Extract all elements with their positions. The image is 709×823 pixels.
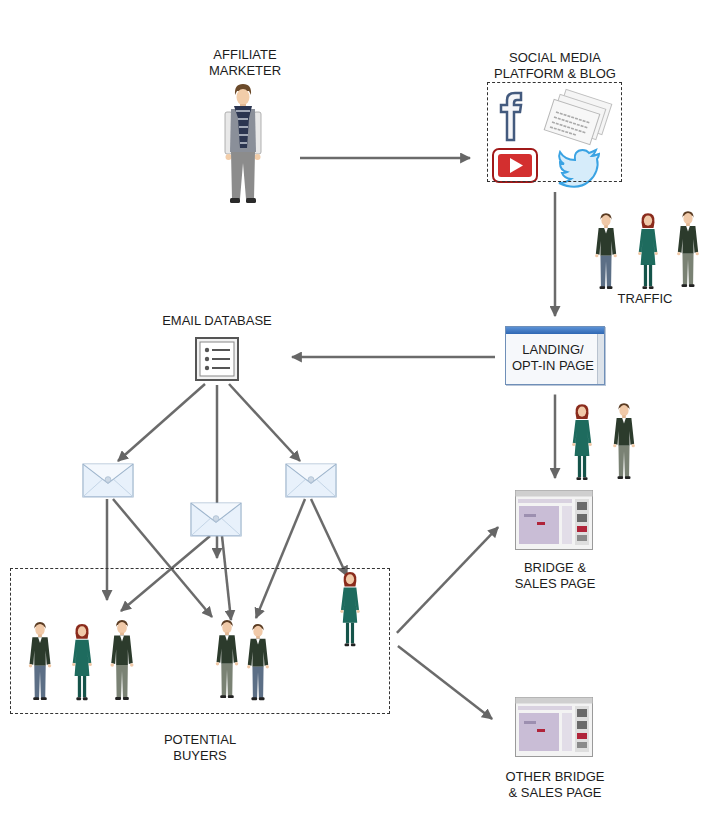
social-icons	[493, 89, 612, 186]
marketer-figure	[231, 152, 255, 199]
marketer-figure	[236, 111, 250, 143]
icon-space	[152, 329, 282, 375]
node-label: POTENTIAL BUYERS	[145, 732, 255, 765]
blog-pages	[550, 94, 606, 139]
social-icons	[498, 154, 532, 177]
blog-pages	[556, 89, 612, 134]
browser-titlebar	[506, 327, 604, 334]
database-icon	[196, 338, 238, 380]
blog-pages	[550, 112, 590, 135]
marketer-figure	[235, 84, 251, 95]
free-label: TRAFFIC	[608, 291, 682, 307]
social-icons	[493, 149, 537, 182]
landing-page-box: LANDING/ OPT-IN PAGE	[505, 326, 605, 385]
flow-arrow	[292, 356, 495, 359]
person-figure	[638, 213, 658, 289]
database-icon	[212, 350, 230, 368]
flow-arrow	[398, 646, 492, 719]
email-lines	[229, 384, 300, 461]
email-lines	[118, 384, 205, 461]
database-icon	[205, 348, 209, 352]
email-lines	[106, 499, 109, 600]
email-lines	[107, 384, 347, 620]
flow-arrow	[300, 157, 470, 160]
browser-scrollbar	[597, 334, 604, 384]
social-icons	[501, 93, 521, 140]
person-figure	[595, 213, 617, 289]
envelope-icon	[286, 464, 336, 497]
sales-page-node: OTHER BRIDGE & SALES PAGE	[500, 695, 610, 802]
person-figure	[110, 620, 133, 700]
database-icon	[205, 357, 209, 361]
person-figure	[340, 572, 359, 646]
node-label: LANDING/ OPT-IN PAGE	[507, 334, 603, 384]
flow-arrow	[554, 192, 557, 316]
marketer-figure	[255, 154, 261, 160]
marketer-figure	[226, 154, 232, 160]
database-node: EMAIL DATABASE	[152, 313, 282, 375]
email-lines	[222, 536, 231, 620]
person-figure	[677, 211, 699, 287]
blog-pages	[544, 99, 600, 144]
marketer-figure	[240, 104, 246, 109]
marketer-figure	[237, 89, 250, 105]
node-label: BRIDGE & SALES PAGE	[505, 560, 605, 593]
node-label: AFFILIATE MARKETER	[200, 47, 290, 80]
icon-space	[500, 695, 610, 759]
platform-group: SOCIAL MEDIA PLATFORM & BLOG	[480, 50, 630, 183]
node-label: OTHER BRIDGE & SALES PAGE	[502, 769, 608, 802]
email-lines	[113, 499, 212, 617]
social-icons	[510, 158, 523, 173]
web-page-icon	[516, 698, 593, 757]
marketer-figure	[225, 112, 232, 154]
flow-arrow	[554, 395, 557, 479]
database-icon	[205, 366, 209, 370]
email-lines	[256, 499, 305, 618]
icon-space	[200, 79, 290, 201]
person-figure	[29, 622, 51, 700]
person-figure	[247, 624, 269, 700]
icon-space	[505, 488, 605, 552]
person-figure	[572, 404, 592, 480]
database-icon	[196, 338, 238, 380]
marketer-figure	[230, 109, 256, 152]
marketer-node: AFFILIATE MARKETER	[200, 47, 290, 202]
envelope-icon	[191, 503, 241, 536]
marketer-figure	[254, 112, 261, 154]
marketer-figure	[225, 84, 261, 203]
node-label: EMAIL DATABASE	[152, 313, 282, 329]
person-figure	[72, 624, 92, 700]
database-icon	[200, 342, 234, 376]
dashed-frame	[10, 568, 390, 714]
person-figure	[613, 403, 635, 479]
blog-pages	[544, 89, 612, 144]
email-lines	[311, 499, 347, 576]
marketer-figure	[230, 198, 240, 203]
node-label: SOCIAL MEDIA PLATFORM & BLOG	[480, 50, 630, 83]
person-figure	[216, 620, 238, 698]
flow-arrow	[397, 527, 498, 633]
dashed-frame	[487, 82, 622, 182]
marketer-figure	[246, 198, 256, 203]
buyers-group: POTENTIAL BUYERS	[10, 568, 390, 765]
marketer-figure	[234, 106, 252, 148]
flow-arrow	[216, 385, 219, 558]
envelope-icon	[83, 464, 133, 497]
sales-page-node: BRIDGE & SALES PAGE	[505, 488, 605, 593]
email-lines	[121, 536, 210, 611]
web-page-icon	[516, 491, 593, 550]
